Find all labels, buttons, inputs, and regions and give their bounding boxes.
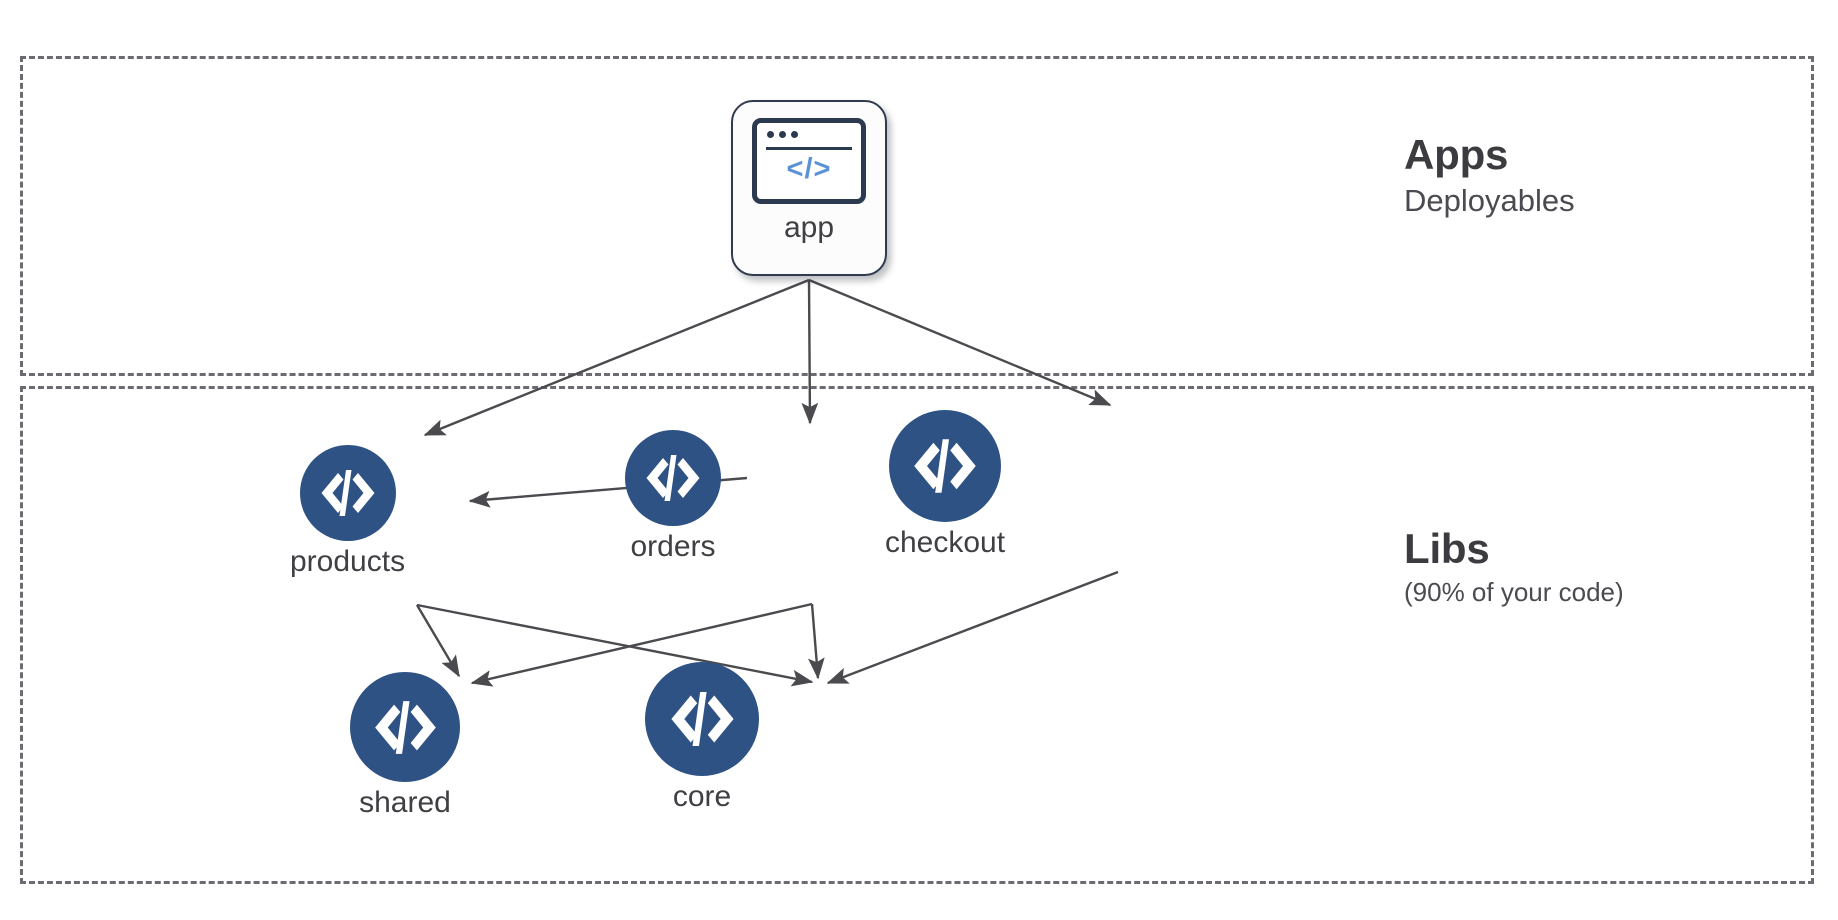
code-brackets-icon bbox=[889, 410, 1002, 522]
browser-window-code-icon: </> bbox=[752, 118, 866, 204]
node-app-label: app bbox=[783, 211, 835, 244]
window-divider bbox=[766, 147, 852, 150]
node-core[interactable]: core bbox=[645, 662, 759, 814]
zone-apps-caption: Apps Deployables bbox=[1404, 131, 1575, 219]
zone-libs-title: Libs bbox=[1404, 525, 1490, 572]
node-shared[interactable]: shared bbox=[350, 672, 460, 820]
code-brackets-icon bbox=[299, 445, 396, 541]
node-app[interactable]: </> app bbox=[731, 100, 887, 276]
node-products[interactable]: products bbox=[290, 445, 405, 579]
zone-libs-caption: Libs (90% of your code) bbox=[1404, 525, 1624, 607]
node-orders-label: orders bbox=[630, 530, 716, 563]
node-products-label: products bbox=[290, 545, 406, 578]
code-brackets-icon bbox=[350, 672, 460, 782]
zone-apps-subtitle: Deployables bbox=[1404, 183, 1575, 219]
zone-libs-subtitle: (90% of your code) bbox=[1404, 577, 1624, 608]
node-checkout[interactable]: checkout bbox=[885, 410, 1005, 560]
node-checkout-label: checkout bbox=[885, 526, 1006, 559]
zone-apps-title: Apps bbox=[1404, 131, 1509, 178]
node-shared-label: shared bbox=[359, 786, 451, 819]
node-orders[interactable]: orders bbox=[625, 430, 721, 564]
code-brackets-icon bbox=[625, 430, 721, 526]
node-core-label: core bbox=[672, 780, 732, 813]
code-brackets-icon bbox=[645, 662, 759, 776]
code-brackets-glyph: </> bbox=[786, 153, 832, 185]
window-dots-icon bbox=[767, 131, 798, 138]
